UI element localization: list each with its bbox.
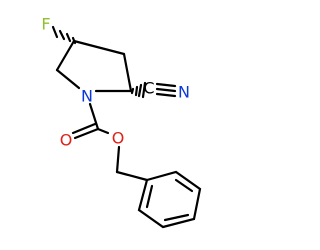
bond-carbonyl-c-ester-o <box>96 127 110 135</box>
double-bond-carbonyl <box>71 122 100 140</box>
bond-n1-c5 <box>55 68 81 90</box>
atom-carbonyl-oxygen: O <box>60 131 73 150</box>
bond-ester-o-ch2 <box>115 145 121 174</box>
bond-ch2-phenyl <box>115 170 149 182</box>
hashed-wedge-c2-cn <box>130 81 147 99</box>
atom-ester-oxygen: O <box>112 129 125 148</box>
triple-bond-nitrile <box>155 82 177 98</box>
bond-c4-c3 <box>72 39 126 56</box>
atom-ring-nitrogen: N <box>81 87 93 106</box>
bond-n1-carbonyl-c <box>88 102 100 131</box>
benzene-ring <box>137 170 202 229</box>
hashed-wedge-c4-f <box>51 25 77 45</box>
atom-nitrile-nitrogen: N <box>178 83 190 102</box>
atom-fluorine: F <box>41 15 50 34</box>
structure-diagram: F N C N O O <box>41 15 202 229</box>
bond-c5-c4 <box>55 39 76 72</box>
bond-c3-c2 <box>122 52 133 93</box>
atom-nitrile-carbon: C <box>143 79 154 98</box>
